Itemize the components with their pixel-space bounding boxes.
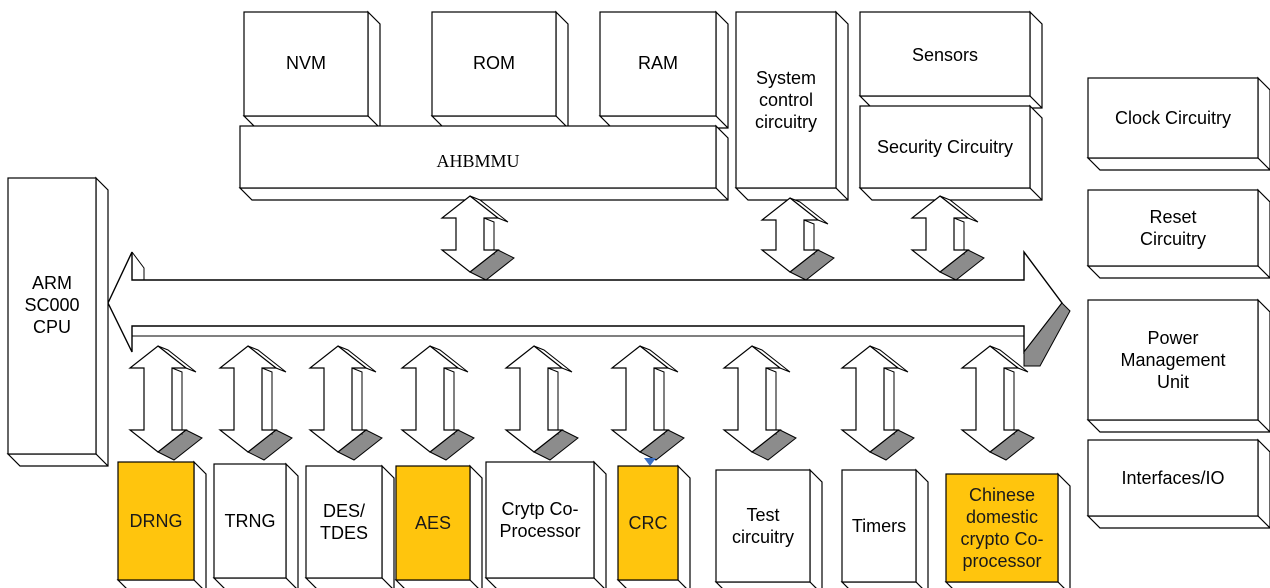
system-control-bus-arrow bbox=[760, 197, 835, 281]
interfaces-io-box bbox=[1086, 438, 1270, 529]
nvm-box bbox=[242, 10, 381, 129]
des-tdes-box bbox=[304, 464, 395, 588]
trng-bus-arrow bbox=[218, 345, 293, 461]
crc-marker-icon bbox=[644, 458, 656, 466]
crypto-bus-arrow bbox=[504, 345, 579, 461]
sensors-box bbox=[858, 10, 1043, 109]
ahbmmu-box bbox=[238, 124, 729, 201]
chinese-bus-arrow bbox=[960, 345, 1035, 461]
chinese-crypto-coprocessor-box bbox=[944, 472, 1071, 588]
reset-circuitry-box bbox=[1086, 188, 1270, 279]
system-control-box bbox=[734, 10, 849, 201]
arm-cpu-box bbox=[6, 176, 109, 467]
timers-bus-arrow bbox=[840, 345, 915, 461]
aes-box bbox=[394, 464, 483, 588]
ahbmmu-bus-arrow bbox=[440, 195, 515, 281]
drng-bus-arrow bbox=[128, 345, 203, 461]
aes-bus-arrow bbox=[400, 345, 475, 461]
test-circuitry-box bbox=[714, 468, 823, 588]
rom-box bbox=[430, 10, 569, 129]
crypto-coprocessor-box bbox=[484, 460, 607, 588]
security-bus-arrow bbox=[910, 195, 985, 281]
trng-box bbox=[212, 462, 299, 588]
des-bus-arrow bbox=[308, 345, 383, 461]
ram-box bbox=[598, 10, 729, 129]
power-management-unit-box bbox=[1086, 298, 1270, 433]
crc-bus-arrow bbox=[610, 345, 685, 461]
crc-box bbox=[616, 464, 691, 588]
security-circuitry-box bbox=[858, 104, 1043, 201]
test-bus-arrow bbox=[722, 345, 797, 461]
system-bus-arrow bbox=[107, 249, 1071, 367]
drng-box bbox=[116, 460, 207, 588]
timers-box bbox=[840, 468, 929, 588]
clock-circuitry-box bbox=[1086, 76, 1270, 171]
